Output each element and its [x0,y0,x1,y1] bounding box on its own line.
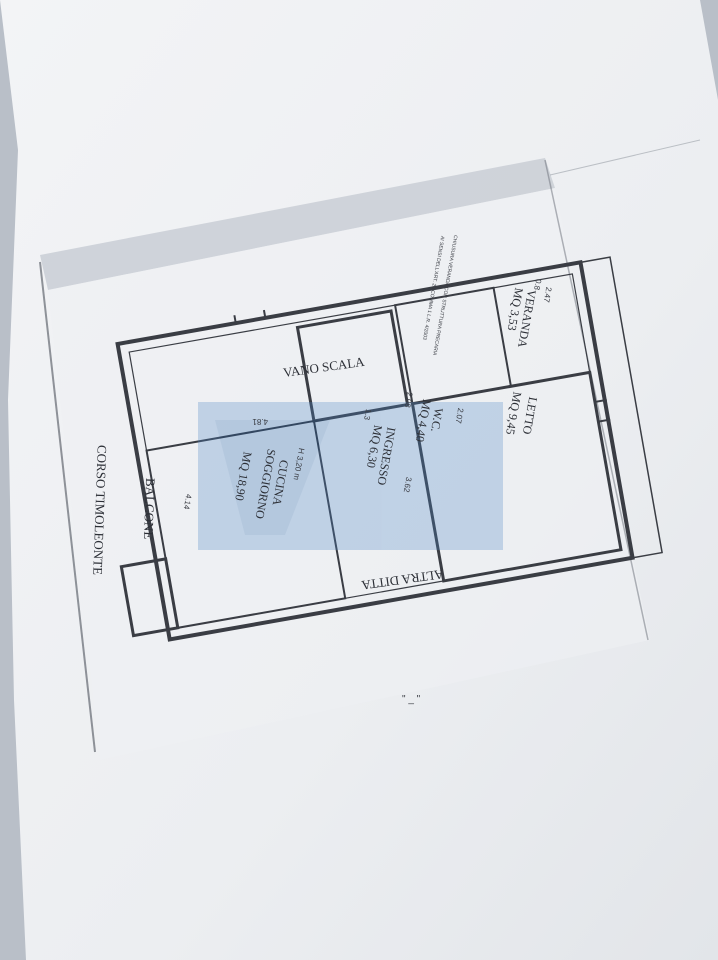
footer-mark: " _ " [402,694,421,705]
agency-watermark [198,402,503,550]
folded-sheet-shadow [40,158,555,290]
balcony [579,256,663,559]
room-wc [295,309,410,423]
dim-kitchen-width: 4.81 [252,417,268,426]
floor-plan [115,256,663,642]
dim-veranda-width: 2.47 [542,286,554,303]
room-ingresso [393,286,513,405]
label-balcony: BALCONE [141,478,158,540]
dim-corridor: 3.62 [402,476,414,493]
label-street: CORSO TIMOLEONTE [90,445,110,576]
room-letto [145,419,347,629]
room-wc-line1: W.C. [428,407,446,433]
dim-wc-depth: 2.07 [453,407,465,424]
dim-veranda-depth: 0.8 [532,278,543,291]
dim-entry-width: 1.3 [362,408,373,421]
dim-wc-width: 2.08 [403,391,415,408]
dim-kitchen-depth: 4.14 [182,493,194,510]
room-veranda [119,557,180,638]
room-letto-line1: LETTO [520,396,540,436]
